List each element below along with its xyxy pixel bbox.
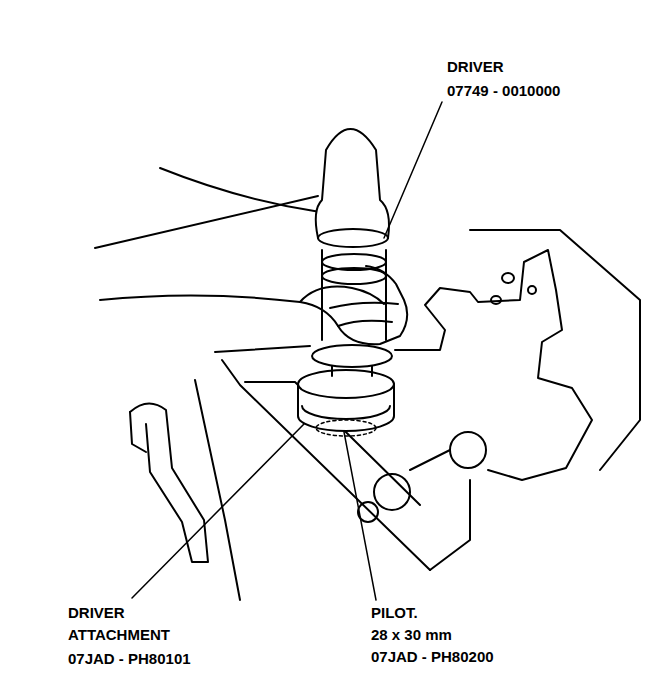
- bolt-hole: [491, 296, 501, 304]
- pilot-hidden: [316, 420, 376, 436]
- hammer-face: [318, 229, 388, 247]
- driver-attachment: [298, 366, 394, 436]
- case-outline: [222, 360, 430, 570]
- part-number: 07749 - 0010000: [447, 80, 560, 102]
- bracket-outline: [130, 412, 146, 452]
- attachment-top: [298, 370, 394, 398]
- transmission-case: [215, 230, 640, 570]
- hammer-handle: [160, 168, 320, 212]
- bracket: [130, 380, 240, 600]
- case-outline: [245, 382, 420, 505]
- finger: [330, 303, 398, 308]
- hand: [100, 266, 407, 344]
- part-name: DRIVER ATTACHMENT: [68, 602, 170, 646]
- bolt-hole: [502, 273, 514, 283]
- leader-line: [132, 424, 304, 598]
- dimension: 28 x 30 mm: [371, 624, 452, 646]
- attachment-lip: [302, 406, 390, 419]
- finger: [338, 321, 392, 326]
- case-outline: [470, 230, 640, 470]
- bracket-outline: [130, 403, 208, 562]
- case-outline: [395, 250, 592, 480]
- driver-ring: [322, 268, 386, 284]
- part-number: 07JAD - PH80101: [68, 648, 191, 670]
- hand-outline: [100, 266, 407, 344]
- leader-line: [384, 102, 442, 238]
- hammer-head: [316, 129, 389, 238]
- case-rib: [410, 450, 450, 470]
- driver-body: [322, 250, 386, 340]
- boss-circle: [450, 432, 486, 468]
- driver-collar: [312, 345, 392, 367]
- part-name: DRIVER: [447, 56, 504, 78]
- bolt-hole: [528, 286, 536, 294]
- case-outline: [215, 346, 310, 352]
- part-name: PILOT.: [371, 602, 418, 624]
- boss-circle: [374, 474, 410, 510]
- driver-shaft: [332, 366, 372, 376]
- thumb: [300, 287, 384, 304]
- leader-line: [344, 432, 376, 600]
- driver: [312, 250, 392, 367]
- part-number: 07JAD - PH80200: [371, 646, 494, 668]
- case-outline: [195, 380, 240, 600]
- hammer-handle: [95, 196, 318, 248]
- hammer: [95, 129, 389, 248]
- case-outline: [430, 480, 470, 570]
